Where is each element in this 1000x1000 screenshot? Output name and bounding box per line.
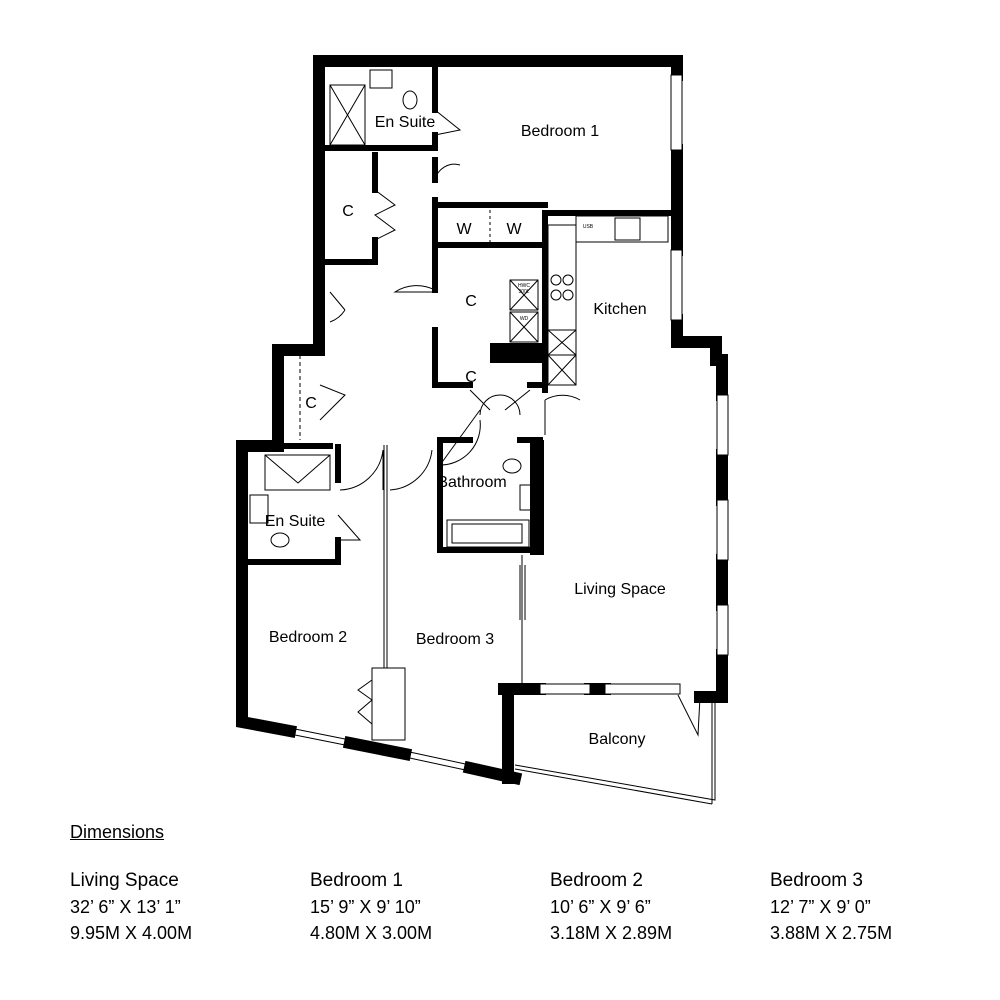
room-wardrobe-a: W: [456, 221, 472, 238]
dimension-imperial: 15’ 9” X 9’ 10”: [310, 897, 421, 917]
kitchen-counter-top: [575, 215, 669, 243]
hwc-label: HWC: [518, 283, 530, 289]
sink: [614, 217, 641, 241]
room-cupboard-b: C: [465, 293, 477, 310]
dimension-living-space: Living Space 32’ 6” X 13’ 1” 9.95M X 4.0…: [70, 868, 192, 946]
interior-walls: [239, 58, 680, 741]
toilet-3: [502, 458, 522, 474]
dimension-room-name: Living Space: [70, 870, 179, 891]
dimension-metric: 3.18M X 2.89M: [550, 923, 673, 943]
kitchen-counter-left: [547, 224, 577, 386]
basin-3: [519, 484, 535, 511]
dimension-imperial: 32’ 6” X 13’ 1”: [70, 897, 181, 917]
dimension-metric: 9.95M X 4.00M: [70, 923, 193, 943]
room-labels: En Suite Bedroom 1 C W W C Kitchen C C B…: [265, 114, 666, 748]
toilet-2: [270, 532, 290, 548]
bathtub: [446, 519, 530, 548]
outer-walls: [236, 55, 728, 786]
room-bedroom-3: Bedroom 3: [416, 631, 494, 648]
toilet: [402, 90, 418, 110]
dimensions-title: Dimensions: [70, 822, 165, 842]
dimension-imperial: 12’ 7” X 9’ 0”: [770, 897, 871, 917]
room-bedroom-1: Bedroom 1: [521, 123, 599, 140]
basin: [369, 69, 393, 89]
wd-label: WD: [520, 316, 529, 322]
balcony-railing: [514, 697, 716, 805]
dimension-bedroom-2: Bedroom 2 10’ 6” X 9’ 6” 3.18M X 2.89M: [550, 868, 672, 946]
room-bathroom: Bathroom: [437, 474, 506, 491]
fixtures: HWC 300L WD USB: [249, 69, 669, 548]
hob: [550, 274, 562, 286]
shower-tray: [329, 84, 366, 146]
doors: [319, 109, 701, 737]
dimension-room-name: Bedroom 2: [550, 870, 643, 891]
basin-2: [249, 494, 269, 524]
floor-plan: HWC 300L WD USB En Suite Bedroom 1 C W W…: [236, 55, 729, 805]
hwc-size-label: 300L: [518, 289, 529, 295]
dimension-room-name: Bedroom 3: [770, 870, 863, 891]
shower-tray-2: [264, 454, 331, 491]
room-balcony: Balcony: [589, 731, 646, 748]
room-cupboard-c: C: [465, 369, 477, 386]
room-cupboard-a: C: [342, 203, 354, 220]
room-bedroom-2: Bedroom 2: [269, 629, 347, 646]
room-cupboard-d: C: [305, 395, 317, 412]
windows: [289, 74, 729, 772]
dimension-bedroom-1: Bedroom 1 15’ 9” X 9’ 10” 4.80M X 3.00M: [310, 868, 432, 946]
room-kitchen: Kitchen: [593, 301, 646, 318]
usb-label: USB: [583, 224, 594, 230]
room-en-suite-1: En Suite: [375, 114, 436, 131]
room-en-suite-2: En Suite: [265, 513, 326, 530]
dimension-metric: 4.80M X 3.00M: [310, 923, 433, 943]
dimension-bedroom-3: Bedroom 3 12’ 7” X 9’ 0” 3.88M X 2.75M: [770, 868, 892, 946]
dimension-room-name: Bedroom 1: [310, 870, 403, 891]
dimension-imperial: 10’ 6” X 9’ 6”: [550, 897, 651, 917]
dimension-metric: 3.88M X 2.75M: [770, 923, 893, 943]
room-living-space: Living Space: [574, 581, 666, 598]
room-wardrobe-b: W: [506, 221, 522, 238]
